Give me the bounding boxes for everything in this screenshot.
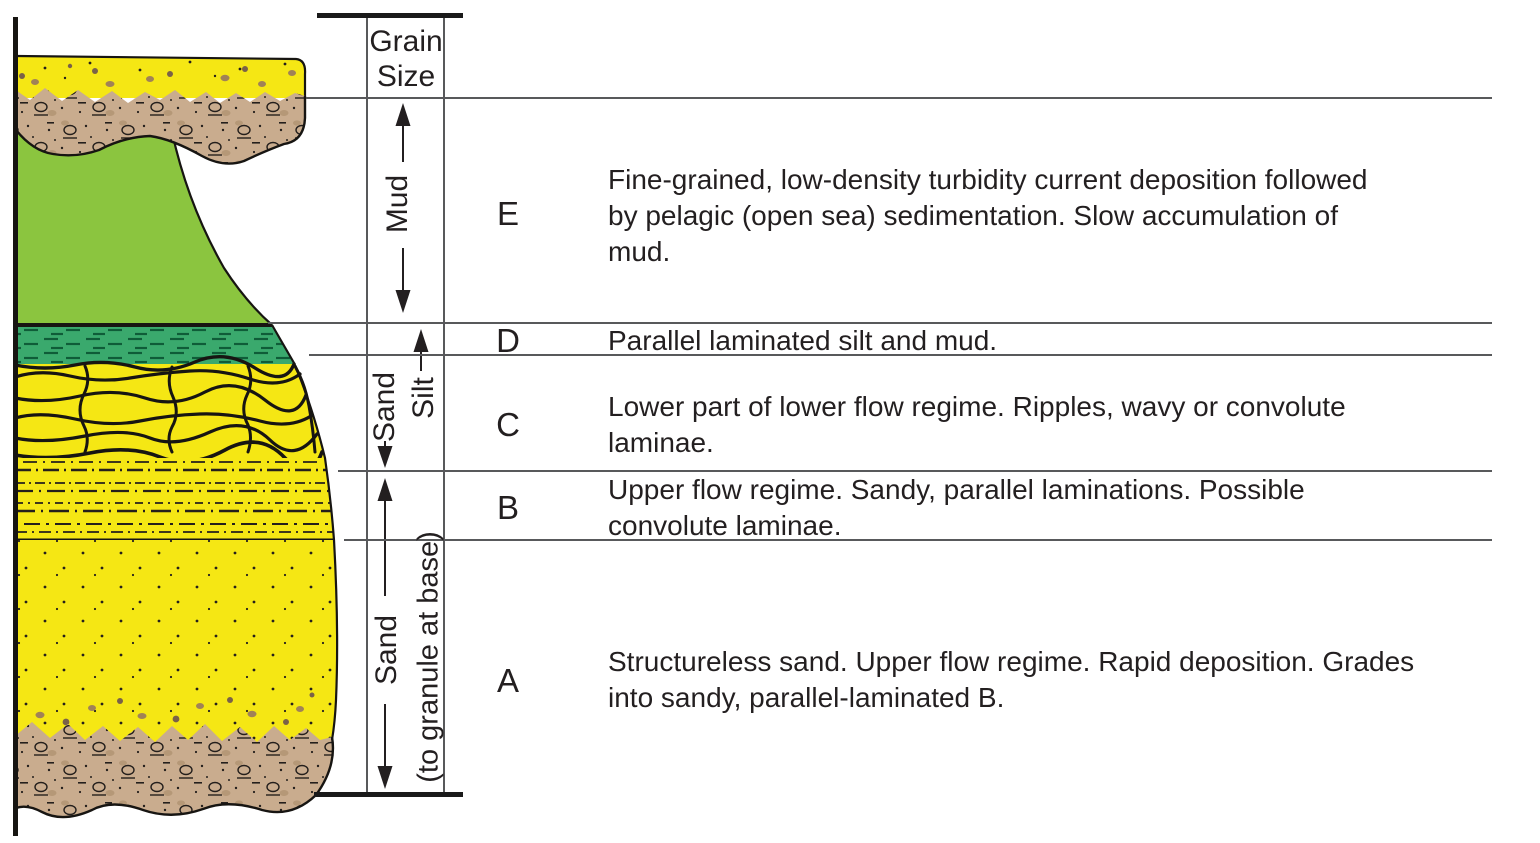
unit-letter-a: A bbox=[496, 662, 520, 699]
unit-letter-e: E bbox=[496, 195, 520, 232]
grain-column-bottom-bar bbox=[314, 792, 463, 797]
grain-column-top-bar bbox=[317, 13, 463, 18]
separator-line-header bbox=[306, 97, 1492, 99]
silt-axis-label: Silt bbox=[407, 377, 440, 419]
stratigraphic-column bbox=[13, 17, 429, 836]
structureless-sand-layer bbox=[15, 540, 338, 748]
grain-size-header: Grain Size bbox=[369, 25, 443, 93]
top-conglomerate-layer bbox=[15, 88, 307, 165]
convolute-sand-layer bbox=[13, 355, 325, 472]
unit-letter-c: C bbox=[496, 406, 520, 443]
sand-c-axis-label: Sand bbox=[368, 371, 401, 443]
floating-pebbles-bottom bbox=[35, 692, 315, 726]
unit-description-e: Fine-grained, low-density turbidity curr… bbox=[608, 164, 1368, 267]
unit-letter-d: D bbox=[496, 322, 520, 359]
grain-column-right-line bbox=[443, 15, 445, 795]
unit-description-b: Upper flow regime. Sandy, parallel lamin… bbox=[608, 474, 1305, 541]
unit-description-d: Parallel laminated silt and mud. bbox=[608, 325, 998, 356]
laminated-silt-layer bbox=[15, 327, 294, 364]
granule-axis-sublabel: (to granule at base) bbox=[412, 531, 445, 783]
floating-pebbles-top bbox=[19, 63, 296, 87]
unit-letter-b: B bbox=[496, 489, 520, 526]
sand-ab-axis-label: Sand bbox=[370, 614, 403, 686]
separator-line-c-b bbox=[338, 470, 1492, 472]
column-left-border bbox=[13, 17, 18, 836]
unit-description-c: Lower part of lower flow regime. Ripples… bbox=[608, 391, 1346, 458]
base-conglomerate-layer bbox=[15, 722, 335, 819]
parallel-laminated-sand-layer bbox=[15, 458, 334, 542]
column-right-outline bbox=[271, 324, 339, 741]
mud-axis-label: Mud bbox=[381, 174, 414, 234]
grain-column-left-line bbox=[366, 15, 368, 795]
top-sand-layer bbox=[16, 54, 307, 98]
unit-description-a: Structureless sand. Upper flow regime. R… bbox=[608, 646, 1415, 713]
separator-line-d-c bbox=[309, 354, 1492, 356]
mud-green-layer bbox=[15, 130, 274, 326]
grain-size-arrows bbox=[377, 103, 429, 789]
separator-line-e-d bbox=[268, 322, 1492, 324]
separator-line-b-a bbox=[344, 539, 1492, 541]
